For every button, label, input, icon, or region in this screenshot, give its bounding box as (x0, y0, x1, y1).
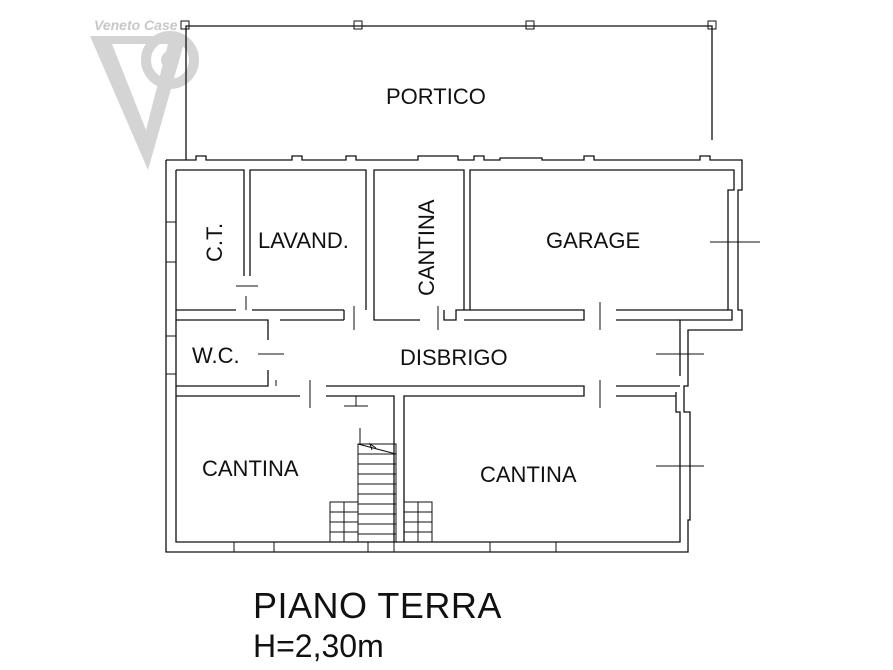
room-label-portico: PORTICO (386, 84, 486, 109)
room-label-cantina-right: CANTINA (480, 462, 577, 487)
watermark-logo: Veneto Case (90, 17, 199, 170)
room-label-wc: W.C. (192, 343, 240, 368)
floor-title: PIANO TERRA (253, 585, 502, 626)
room-label-lavanderia: LAVAND. (258, 228, 349, 253)
room-label-disbrigo: DISBRIGO (400, 345, 508, 370)
room-label-cantina-left: CANTINA (202, 456, 299, 481)
portico-outline (180, 20, 717, 160)
room-label-garage: GARAGE (546, 228, 640, 253)
room-label-cantina-top: CANTINA (414, 199, 439, 296)
logo-text: Veneto Case (94, 17, 178, 33)
room-label-ct: C.T. (202, 223, 227, 262)
interior-walls (176, 241, 760, 542)
exterior-walls (165, 155, 743, 553)
ceiling-height: H=2,30m (253, 628, 384, 664)
staircase (329, 428, 433, 543)
